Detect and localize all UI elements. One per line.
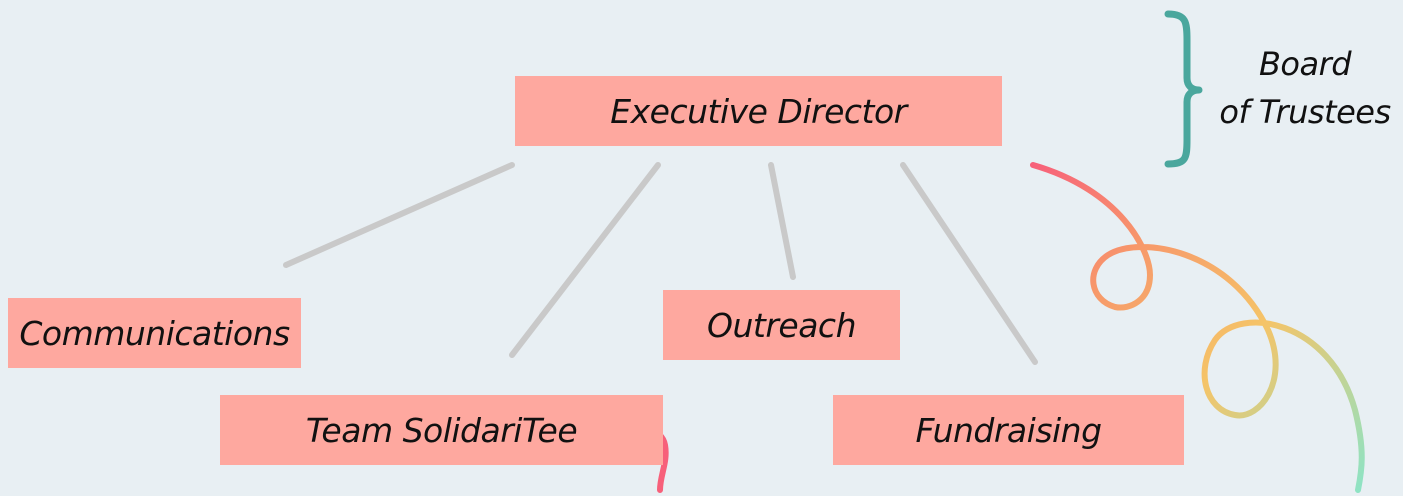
board-label-line2: of Trustees	[1219, 93, 1391, 131]
connector-communications	[283, 162, 515, 268]
node-communications-label: Communications	[19, 313, 290, 353]
connector-fundraising	[900, 162, 1038, 365]
node-outreach-label: Outreach	[707, 305, 856, 345]
board-of-trustees-label: Board of Trustees	[1210, 40, 1400, 136]
node-fundraising: Fundraising	[833, 395, 1184, 465]
node-team-solidaritee-label: Team SolidariTee	[305, 410, 578, 450]
node-team-solidaritee: Team SolidariTee	[220, 395, 663, 465]
board-brace	[1164, 10, 1203, 168]
connector-team-solidaritee	[509, 162, 661, 358]
node-executive-director: Executive Director	[515, 76, 1002, 146]
node-fundraising-label: Fundraising	[915, 410, 1102, 450]
node-outreach: Outreach	[663, 290, 900, 360]
node-executive-director-label: Executive Director	[610, 91, 907, 131]
board-label-line1: Board	[1258, 45, 1352, 83]
node-communications: Communications	[8, 298, 301, 368]
connector-outreach	[768, 162, 796, 280]
decorative-squiggle	[1030, 162, 1365, 493]
